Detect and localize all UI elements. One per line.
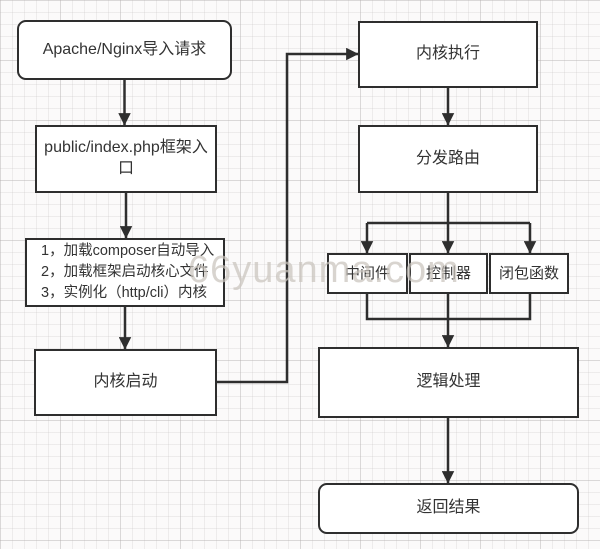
node-label: 返回结果 xyxy=(416,499,481,517)
node-label: 内核执行 xyxy=(415,45,480,63)
node-controller: 控制器 xyxy=(409,253,488,294)
node-logic-processing: 逻辑处理 xyxy=(318,347,579,418)
node-label: 控制器 xyxy=(425,264,471,282)
node-apache-nginx-request: Apache/Nginx导入请求 xyxy=(17,20,232,80)
node-label: 逻辑处理 xyxy=(416,373,481,391)
split-bar-route xyxy=(367,193,530,225)
node-closure-function: 闭包函数 xyxy=(489,253,569,294)
node-label: public/index.php框架入口 xyxy=(44,139,208,177)
node-kernel-boot: 内核启动 xyxy=(34,349,217,416)
node-label: 中间件 xyxy=(344,264,390,282)
bootstrap-step-2: 2，加载框架启动核心文件 xyxy=(41,263,209,280)
node-return-result: 返回结果 xyxy=(318,483,579,534)
node-framework-entry: public/index.php框架入口 xyxy=(35,125,217,193)
node-label: 内核启动 xyxy=(93,373,158,391)
bootstrap-step-1: 1，加载composer自动导入 xyxy=(41,242,215,259)
node-bootstrap-steps: 1，加载composer自动导入 2，加载框架启动核心文件 3，实例化（http… xyxy=(25,238,225,307)
node-label: Apache/Nginx导入请求 xyxy=(42,40,207,58)
bootstrap-step-3: 3，实例化（http/cli）内核 xyxy=(41,285,207,302)
node-middleware: 中间件 xyxy=(327,253,408,294)
node-kernel-exec: 内核执行 xyxy=(358,21,538,88)
arrow-kernel-boot-to-kernel-exec xyxy=(217,47,359,384)
node-label: 分发路由 xyxy=(415,149,480,167)
node-label: 闭包函数 xyxy=(498,264,559,282)
node-route-dispatch: 分发路由 xyxy=(358,125,538,193)
